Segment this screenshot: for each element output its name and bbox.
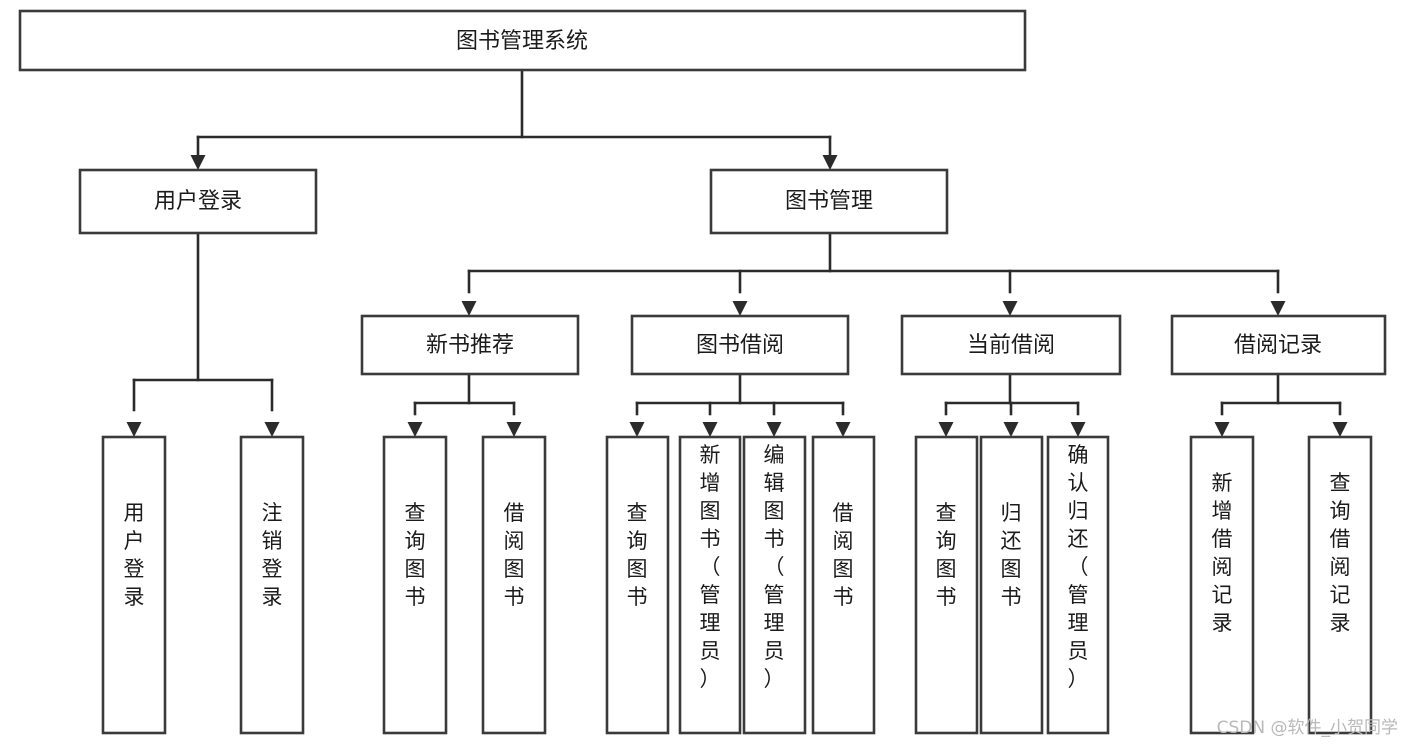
connector-book-manage-to-level3 xyxy=(461,231,1286,316)
node-borrow-record[interactable]: 借阅记录 xyxy=(1170,314,1387,376)
node-book-manage-label: 图书管理 xyxy=(785,189,873,214)
connector-user-login-to-leaves xyxy=(126,231,280,437)
leaf-logout[interactable]: 注销登录 xyxy=(239,435,305,735)
node-book-borrow[interactable]: 图书借阅 xyxy=(630,314,850,376)
leaf-add-borrow-record-label: 新增借阅记录 xyxy=(1212,471,1233,635)
node-user-login-label: 用户登录 xyxy=(154,189,242,214)
leaf-confirm-return-admin[interactable]: 确认归还（管理员） xyxy=(1046,435,1110,735)
leaf-borrow-book-label: 借阅图书 xyxy=(833,501,854,609)
connector-borrow-record-to-leaves xyxy=(1214,372,1348,437)
node-root-system[interactable]: 图书管理系统 xyxy=(18,9,1027,72)
leaf-logout-label: 注销登录 xyxy=(262,501,283,609)
connector-root-to-level2 xyxy=(190,68,838,170)
leaf-user-login[interactable]: 用户登录 xyxy=(101,435,167,735)
csdn-watermark: CSDN @软件_小贺同学 xyxy=(1217,718,1398,738)
leaf-borrow-book-recommend[interactable]: 借阅图书 xyxy=(481,435,547,735)
leaf-edit-book-admin[interactable]: 编辑图书（管理员） xyxy=(742,435,807,735)
leaf-return-book-label: 归还图书 xyxy=(1001,501,1022,609)
leaf-query-book-current-label: 查询图书 xyxy=(936,501,957,609)
leaf-query-book-borrow-label: 查询图书 xyxy=(627,501,648,609)
connector-new-book-to-leaves xyxy=(407,372,522,437)
node-new-book-recommend-label: 新书推荐 xyxy=(426,333,514,358)
leaf-add-book-admin[interactable]: 新增图书（管理员） xyxy=(678,435,742,735)
leaf-query-book-recommend[interactable]: 查询图书 xyxy=(382,435,448,735)
node-current-borrow-label: 当前借阅 xyxy=(967,333,1055,358)
node-book-borrow-label: 图书借阅 xyxy=(696,333,784,358)
node-new-book-recommend[interactable]: 新书推荐 xyxy=(360,314,580,376)
leaf-query-book-recommend-label: 查询图书 xyxy=(405,501,426,609)
leaf-query-borrow-record[interactable]: 查询借阅记录 xyxy=(1307,435,1373,735)
leaf-borrow-book[interactable]: 借阅图书 xyxy=(811,435,876,735)
node-current-borrow[interactable]: 当前借阅 xyxy=(900,314,1122,376)
leaf-add-book-admin-label: 新增图书（管理员） xyxy=(700,443,721,691)
leaf-user-login-label: 用户登录 xyxy=(124,501,145,609)
connector-current-borrow-to-leaves xyxy=(938,372,1086,437)
connector-book-borrow-to-leaves xyxy=(629,372,851,437)
leaf-query-book-borrow[interactable]: 查询图书 xyxy=(605,435,670,735)
leaf-query-borrow-record-label: 查询借阅记录 xyxy=(1330,471,1351,635)
node-root-label: 图书管理系统 xyxy=(456,29,588,54)
leaf-edit-book-admin-label: 编辑图书（管理员） xyxy=(764,443,785,691)
leaf-return-book[interactable]: 归还图书 xyxy=(979,435,1044,735)
leaf-borrow-book-recommend-label: 借阅图书 xyxy=(504,501,525,609)
node-user-login[interactable]: 用户登录 xyxy=(78,168,318,235)
leaf-confirm-return-admin-label: 确认归还（管理员） xyxy=(1068,443,1089,691)
leaf-query-book-current[interactable]: 查询图书 xyxy=(914,435,979,735)
node-book-manage[interactable]: 图书管理 xyxy=(709,168,949,235)
leaf-add-borrow-record[interactable]: 新增借阅记录 xyxy=(1189,435,1255,735)
node-borrow-record-label: 借阅记录 xyxy=(1234,333,1322,358)
